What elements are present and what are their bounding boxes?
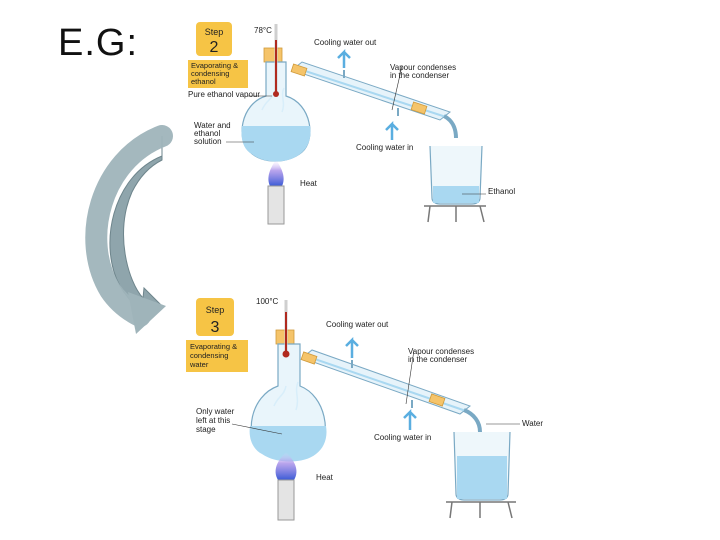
step2-label-cooling-in: Cooling water in [356, 143, 413, 152]
step2-beaker [429, 145, 483, 205]
step3-label-remaining-2: left at this [196, 416, 230, 425]
step2-burner [267, 185, 285, 225]
step2-thermometer [273, 24, 279, 97]
step2-panel: Step 2 Evaporating & condensing ethanol [188, 22, 515, 225]
step3-label-condenses-1: Vapour condenses [408, 347, 474, 356]
step2-label-heat: Heat [300, 179, 318, 188]
step3-cooling-out-arrow-icon [345, 336, 359, 358]
step3-cooling-in-arrow-icon [403, 408, 417, 430]
step2-temperature: 78°C [254, 26, 272, 35]
step2-label-condenses-1: Vapour condenses [390, 63, 456, 72]
step3-step-word: Step [206, 305, 225, 315]
step2-step-number: 2 [210, 39, 219, 56]
step3-label-product: Water [522, 419, 543, 428]
step3-flame-icon [275, 452, 297, 480]
step3-panel: Step 3 Evaporating & condensing water [186, 297, 543, 521]
step3-step-number: 3 [211, 319, 220, 336]
step3-tripod [446, 501, 516, 519]
step3-label-heat: Heat [316, 473, 334, 482]
step3-label-remaining-3: stage [196, 425, 216, 434]
step3-stage-line2: condensing [190, 351, 228, 360]
step2-step-word: Step [205, 27, 224, 37]
step2-stage-note [188, 60, 248, 88]
step3-thermometer [282, 300, 290, 358]
step2-label-vapour: Pure ethanol vapour [188, 90, 260, 99]
step2-badge [196, 22, 232, 56]
step3-beaker [453, 431, 511, 501]
step2-label-solution-2: ethanol [194, 129, 220, 138]
step3-label-cooling-in: Cooling water in [374, 433, 431, 442]
step2-cooling-out-arrow-icon [337, 48, 351, 68]
step3-label-condenses-2: in the condenser [408, 355, 467, 364]
step2-flask [241, 47, 311, 162]
step2-cooling-in-arrow-icon [385, 120, 399, 140]
step3-stage-line3: water [189, 360, 209, 369]
step3-label-cooling-out: Cooling water out [326, 320, 389, 329]
step3-temperature: 100°C [256, 297, 279, 306]
step3-label-remaining-1: Only water [196, 407, 235, 416]
step2-condenser [290, 61, 458, 139]
step3-badge [196, 298, 234, 336]
step3-flask [249, 329, 327, 462]
step2-stage-line3: ethanol [191, 77, 216, 86]
step2-label-solution-1: Water and [194, 121, 231, 130]
step2-tripod [424, 205, 486, 223]
step3-stage-line1: Evaporating & [190, 342, 237, 351]
step2-flame-icon [268, 160, 284, 186]
step2-label-solution-3: solution [194, 137, 222, 146]
step2-label-condenses-2: in the condenser [390, 71, 449, 80]
step2-label-cooling-out: Cooling water out [314, 38, 377, 47]
step3-burner [277, 479, 295, 521]
step3-stage-note [186, 340, 248, 372]
slide-title: E.G: [58, 22, 139, 64]
step2-label-product: Ethanol [488, 187, 515, 196]
step2-stage-line2: condensing [191, 69, 229, 78]
step2-stage-line1: Evaporating & [191, 61, 238, 70]
